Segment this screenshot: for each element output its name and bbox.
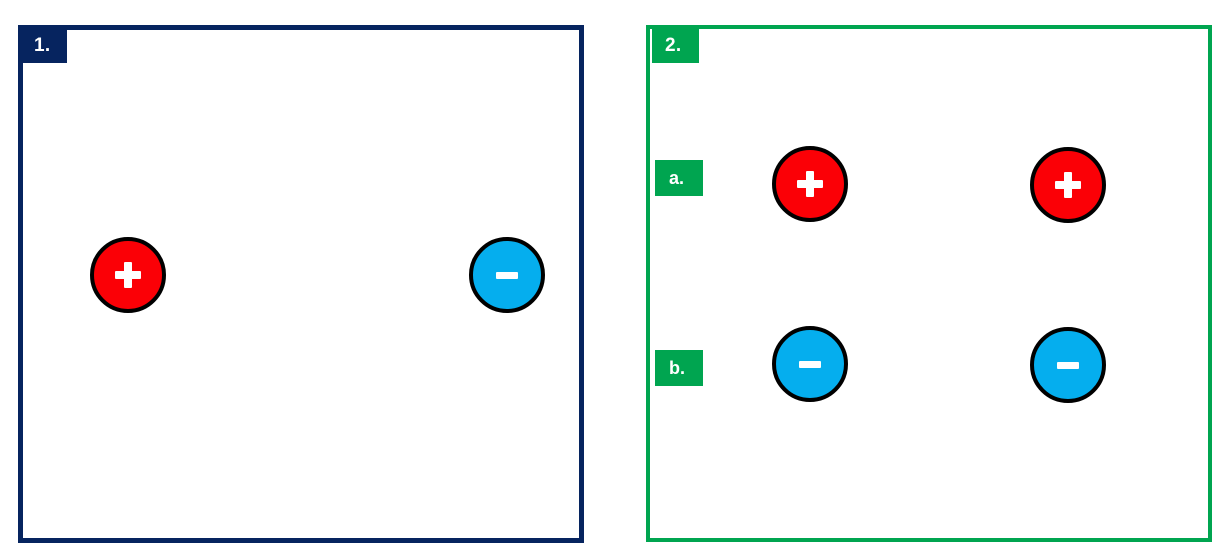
minus-icon (496, 271, 518, 279)
panel-1-number-tag: 1. (18, 28, 67, 63)
minus-icon (799, 360, 821, 368)
panel-2-row-a-tag: a. (655, 160, 703, 196)
panel-1-negative-charge (469, 237, 545, 313)
plus-icon (112, 259, 144, 291)
panel-2-row-a-label: a. (669, 168, 685, 188)
panel-2-row-b-negative-charge-left (772, 326, 848, 402)
panel-2-row-b-tag: b. (655, 350, 703, 386)
panel-2 (646, 25, 1212, 542)
plus-icon (1052, 169, 1084, 201)
panel-1 (18, 25, 584, 543)
panel-2-row-a-positive-charge-left (772, 146, 848, 222)
plus-icon (794, 168, 826, 200)
panel-2-row-b-label: b. (669, 358, 685, 378)
panel-2-number-tag: 2. (652, 28, 699, 63)
panel-1-number-label: 1. (34, 35, 51, 56)
panel-2-row-a-positive-charge-right (1030, 147, 1106, 223)
panel-1-positive-charge (90, 237, 166, 313)
minus-icon (1057, 361, 1079, 369)
panel-2-row-b-negative-charge-right (1030, 327, 1106, 403)
panel-2-number-label: 2. (665, 35, 682, 56)
